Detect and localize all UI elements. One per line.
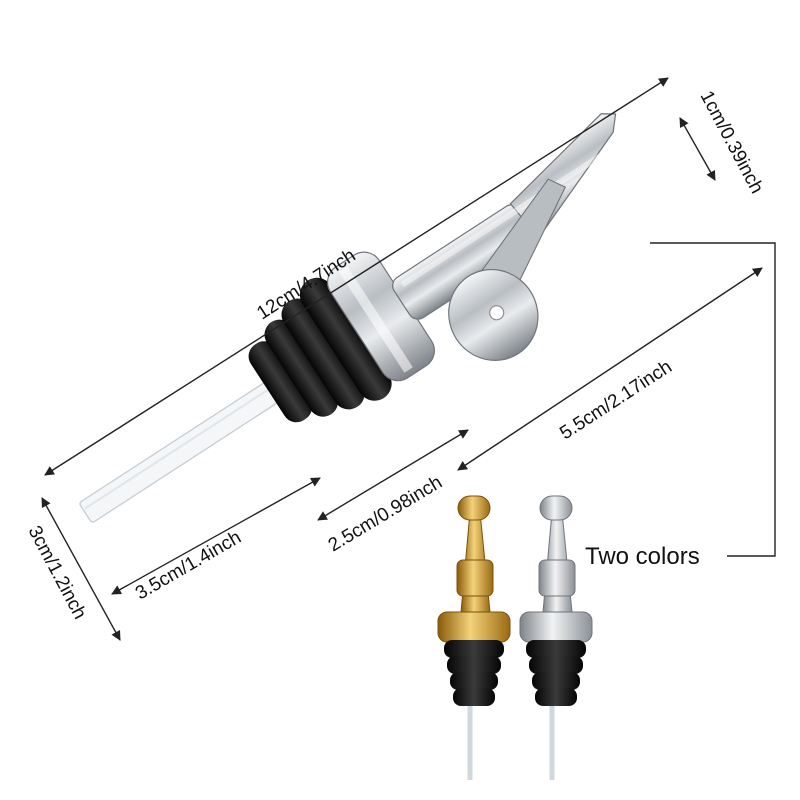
label-stopper-length: 2.5cm/0.98inch — [325, 472, 446, 556]
callout-bracket — [650, 242, 776, 557]
clear-tube — [79, 375, 289, 523]
label-spout-height: 1cm/0.39inch — [696, 87, 768, 197]
callout-two-colors: Two colors — [585, 543, 700, 570]
tube-length-line — [111, 477, 321, 595]
dimension-lines — [41, 77, 776, 641]
label-pour-length: 5.5cm/2.17inch — [556, 356, 676, 444]
stopper-length-line — [317, 429, 469, 521]
label-tube-length: 3.5cm/1.4inch — [132, 527, 245, 604]
pour-length-line — [457, 267, 763, 471]
stopper-diameter-line — [41, 497, 121, 641]
silver-pourer — [519, 495, 593, 780]
label-stopper-diameter: 3cm/1.2inch — [24, 522, 91, 622]
spout-height-line — [679, 117, 716, 181]
gold-pourer — [437, 495, 511, 780]
overall-length-line — [44, 77, 669, 476]
